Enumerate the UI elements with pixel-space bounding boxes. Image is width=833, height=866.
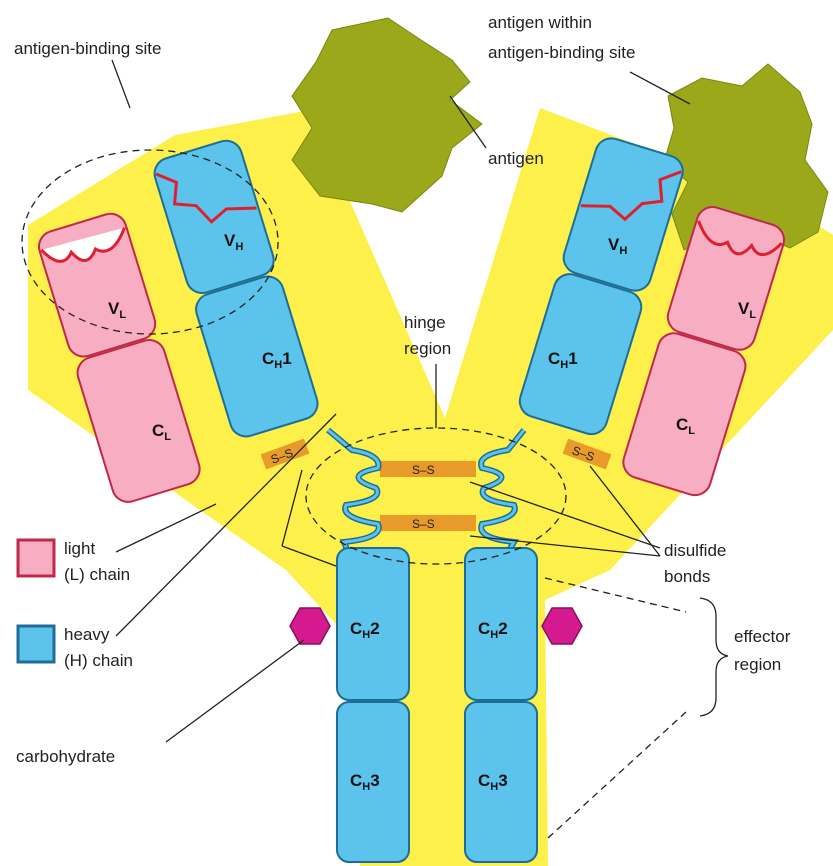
hinge-label-line1: hinge [404, 313, 446, 332]
antigen-within-label-line1: antigen within [488, 13, 592, 32]
disulfide-label-line2: bonds [664, 567, 710, 586]
antigen-label: antigen [488, 149, 544, 168]
carbohydrate-label: carbohydrate [16, 747, 115, 766]
legend-heavy-line1: heavy [64, 625, 110, 644]
effector-region-brace [700, 598, 728, 716]
legend-heavy-line2: (H) chain [64, 651, 133, 670]
hinge-ss-label-2: S–S [412, 517, 435, 531]
antigen-shape [292, 18, 482, 212]
antigen-within-label-line2: antigen-binding site [488, 43, 635, 62]
hinge-ss-label-1: S–S [412, 463, 435, 477]
carbohydrate-leader [166, 640, 304, 742]
legend-light-line1: light [64, 539, 95, 558]
right-carbohydrate-hexagon [542, 608, 582, 644]
effector-region-dash-lower [548, 712, 686, 838]
antigen-binding-site-label: antigen-binding site [14, 39, 161, 58]
legend-light-chain-swatch [18, 540, 54, 576]
legend-heavy-chain-swatch [18, 626, 54, 662]
legend-light-line2: (L) chain [64, 565, 130, 584]
light-chain-leader [116, 504, 216, 552]
hinge-label-line2: region [404, 339, 451, 358]
effector-label-line1: effector [734, 627, 791, 646]
antigen-within-leader [630, 72, 690, 104]
left-carbohydrate-hexagon [290, 608, 330, 644]
effector-label-line2: region [734, 655, 781, 674]
disulfide-label-line1: disulfide [664, 541, 726, 560]
antigen-binding-site-leader [112, 60, 130, 108]
